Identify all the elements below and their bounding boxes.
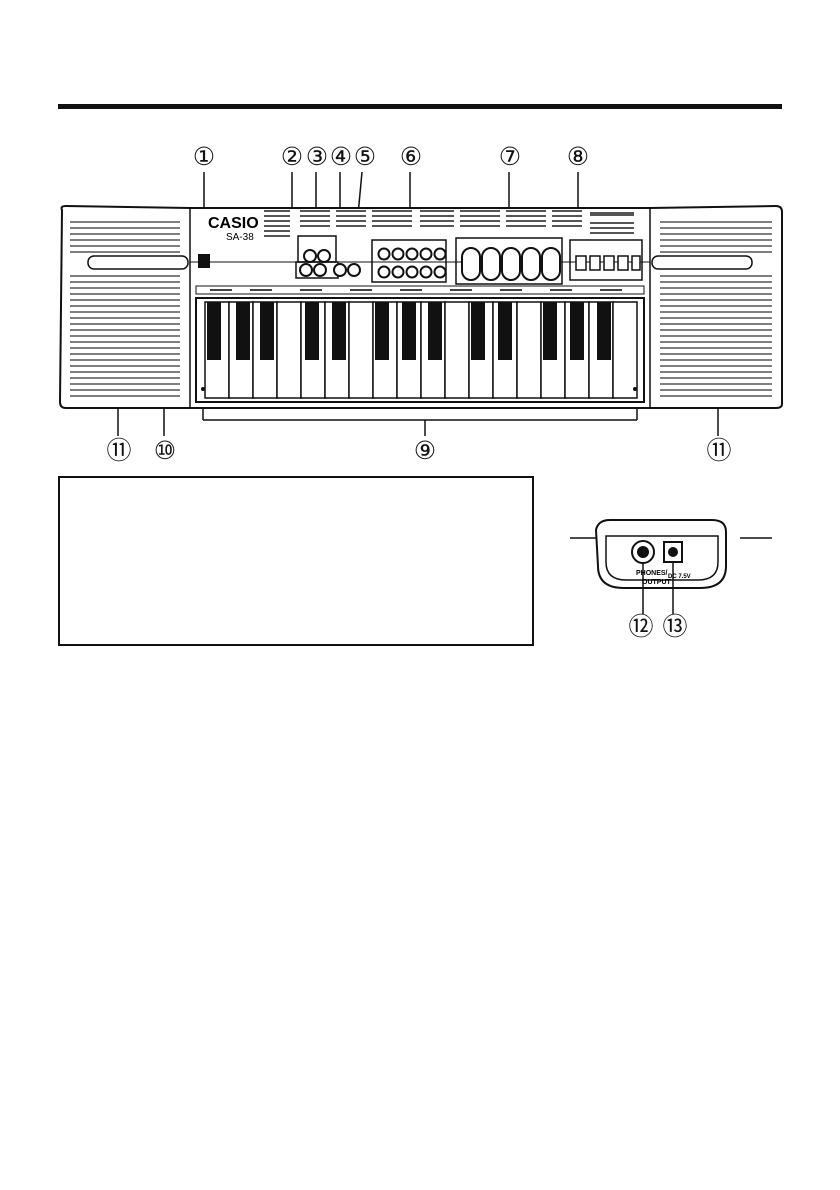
dc-label: DC 7.5V — [668, 574, 691, 580]
legend-box — [58, 476, 534, 646]
header-rule — [58, 104, 782, 109]
callout-13: ⑬ — [662, 612, 688, 641]
left-speaker-grille — [70, 221, 180, 397]
output-label: OUTPUT — [642, 579, 672, 586]
keyboard-illustration: CASIO SA-38 — [58, 171, 783, 614]
callout-1: ① — [192, 142, 216, 171]
phones-label: PHONES/ — [636, 570, 668, 577]
brand-logo: CASIO — [208, 215, 259, 232]
callout-12: ⑫ — [628, 612, 654, 641]
callout-9: ⑨ — [413, 436, 437, 465]
model-name: SA-38 — [226, 232, 254, 243]
jack-panel — [570, 519, 772, 614]
callout-2: ② — [280, 142, 304, 171]
callout-8: ⑧ — [566, 142, 590, 171]
callout-7: ⑦ — [498, 142, 522, 171]
right-speaker-grille — [660, 221, 772, 397]
power-switch — [198, 254, 210, 268]
callout-6: ⑥ — [399, 142, 423, 171]
callout-11-right: ⑪ — [706, 436, 732, 465]
callout-3: ③ — [305, 142, 329, 171]
callout-11-left: ⑪ — [106, 436, 132, 465]
callout-10: ⑩ — [153, 436, 177, 465]
callout-4: ④ — [329, 142, 353, 171]
callout-5: ⑤ — [353, 142, 377, 171]
